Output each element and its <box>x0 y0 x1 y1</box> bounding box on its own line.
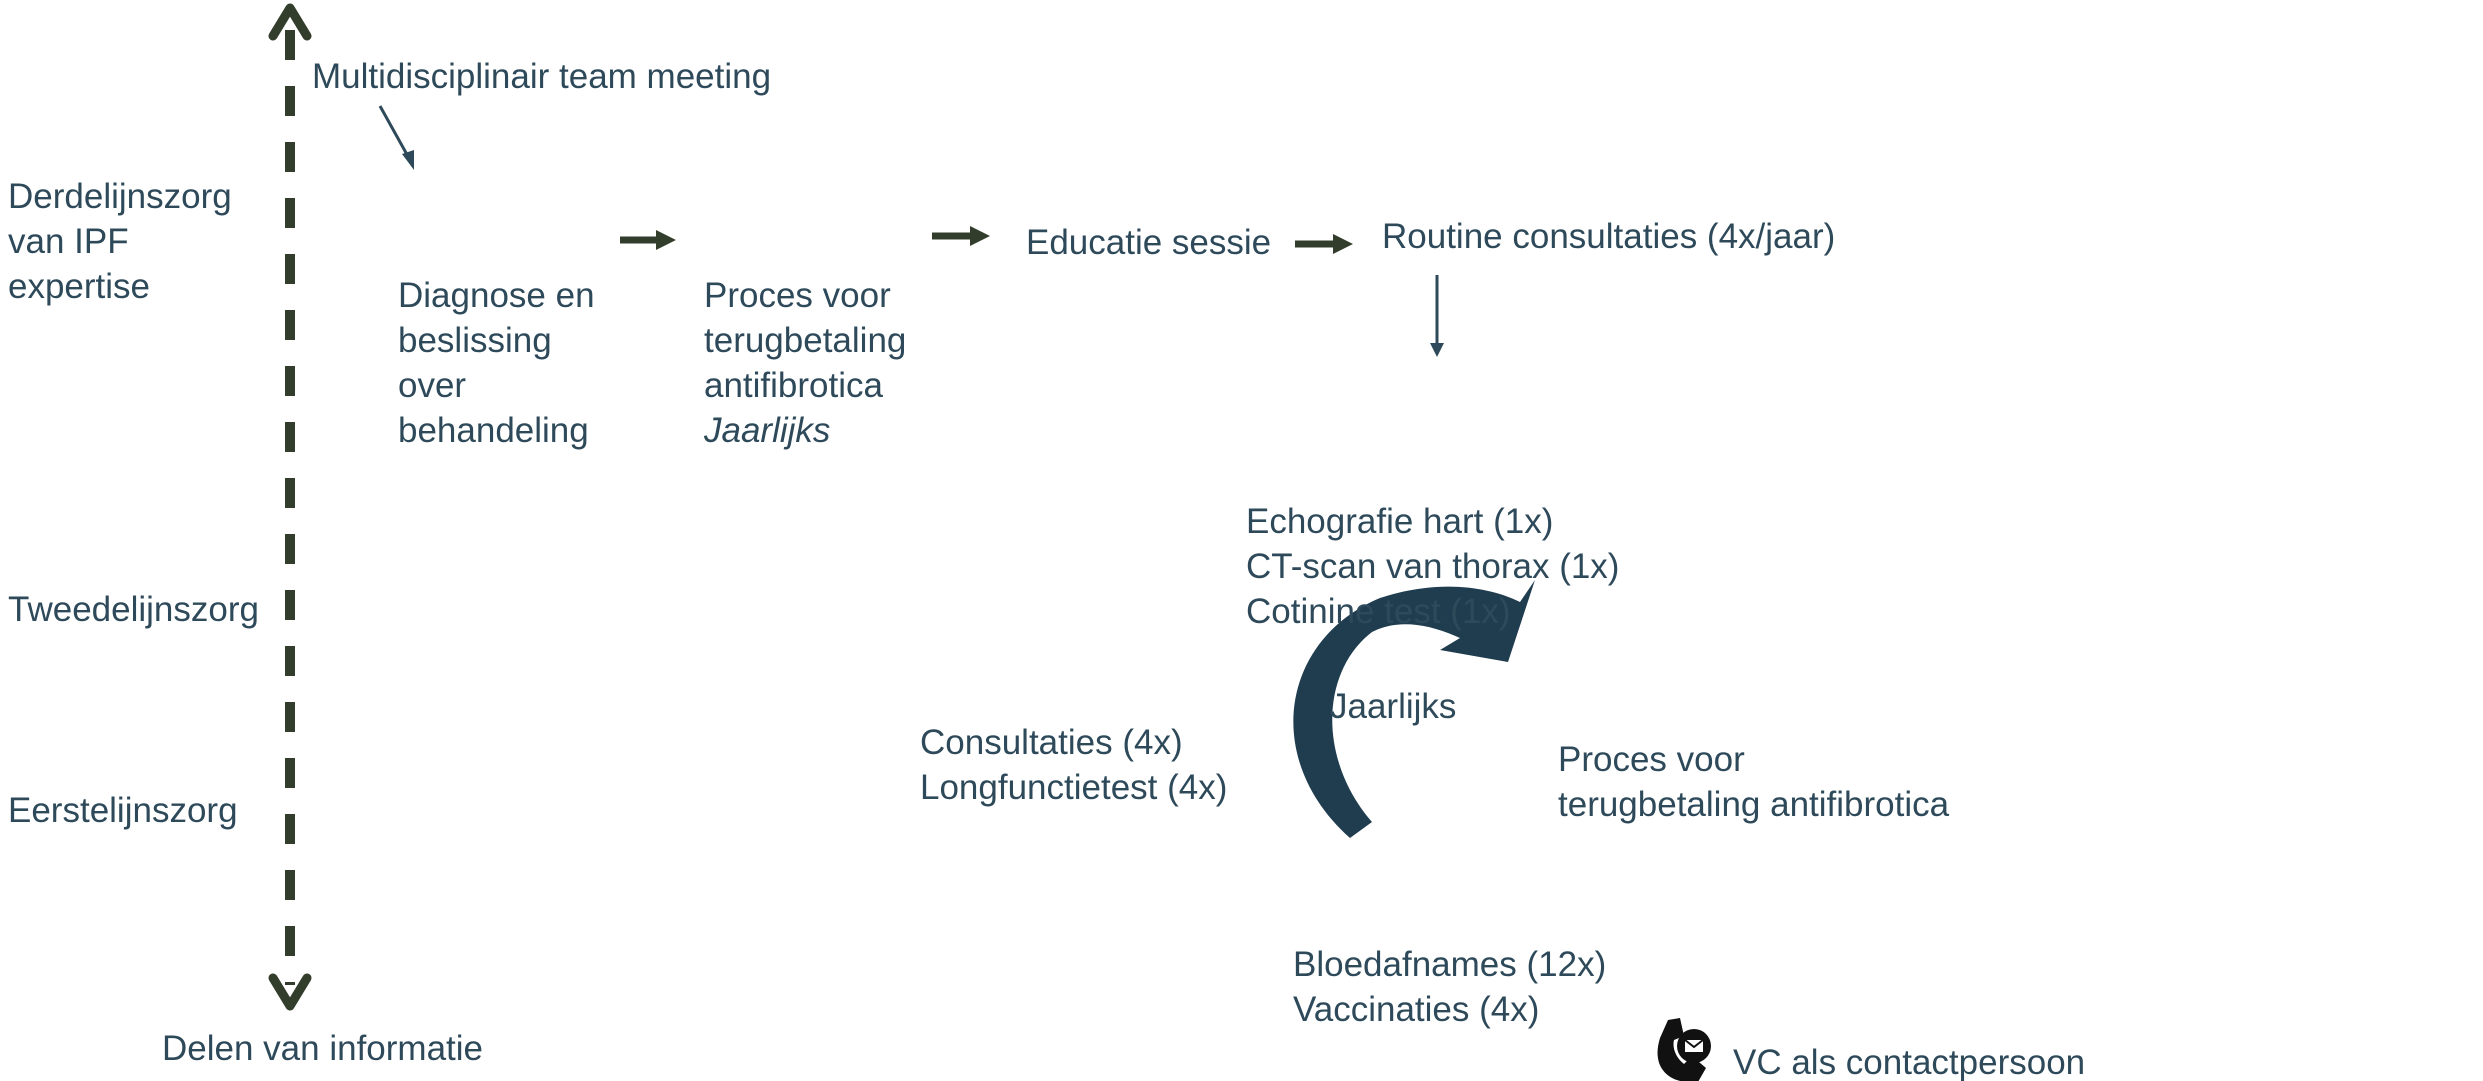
consultations-node: Consultaties (4x)Longfunctietest (4x) <box>920 723 1228 807</box>
tests-node: Echografie hart (1x)CT-scan van thorax (… <box>1246 502 1620 631</box>
educatie-to-routine-arrow <box>1295 234 1353 254</box>
education-session-node: Educatie sessie <box>1026 223 1272 262</box>
proces-to-educatie-arrow <box>932 226 990 246</box>
axis-top-arrowhead <box>268 3 312 41</box>
yearly-label: Jaarlijks <box>1330 687 1457 726</box>
second-line-care-label: Tweedelijnszorg <box>8 590 259 629</box>
yearly-curved-arrow <box>1293 580 1535 838</box>
mdt-meeting-node: Multidisciplinair team meeting <box>312 57 772 96</box>
axis-bottom-arrowhead <box>268 973 312 1011</box>
diagnose-to-proces-arrow <box>620 230 676 250</box>
blood-vaccination-node: Bloedafnames (12x)Vaccinaties (4x) <box>1293 945 1607 1029</box>
routine-to-tests-arrowhead <box>1430 343 1444 357</box>
phone-message-icon <box>1657 1018 1711 1081</box>
routine-consultations-node: Routine consultaties (4x/jaar) <box>1382 217 1836 256</box>
information-sharing-label: Delen van informatie <box>162 1029 483 1068</box>
first-line-care-label: Eerstelijnszorg <box>8 791 238 830</box>
mdt-to-diagnose-arrowhead <box>402 150 414 170</box>
contact-person-label: VC als contactpersoon <box>1733 1043 2086 1081</box>
mdt-to-diagnose-arrow <box>378 105 412 161</box>
reimbursement-frequency: Jaarlijks <box>704 411 831 450</box>
